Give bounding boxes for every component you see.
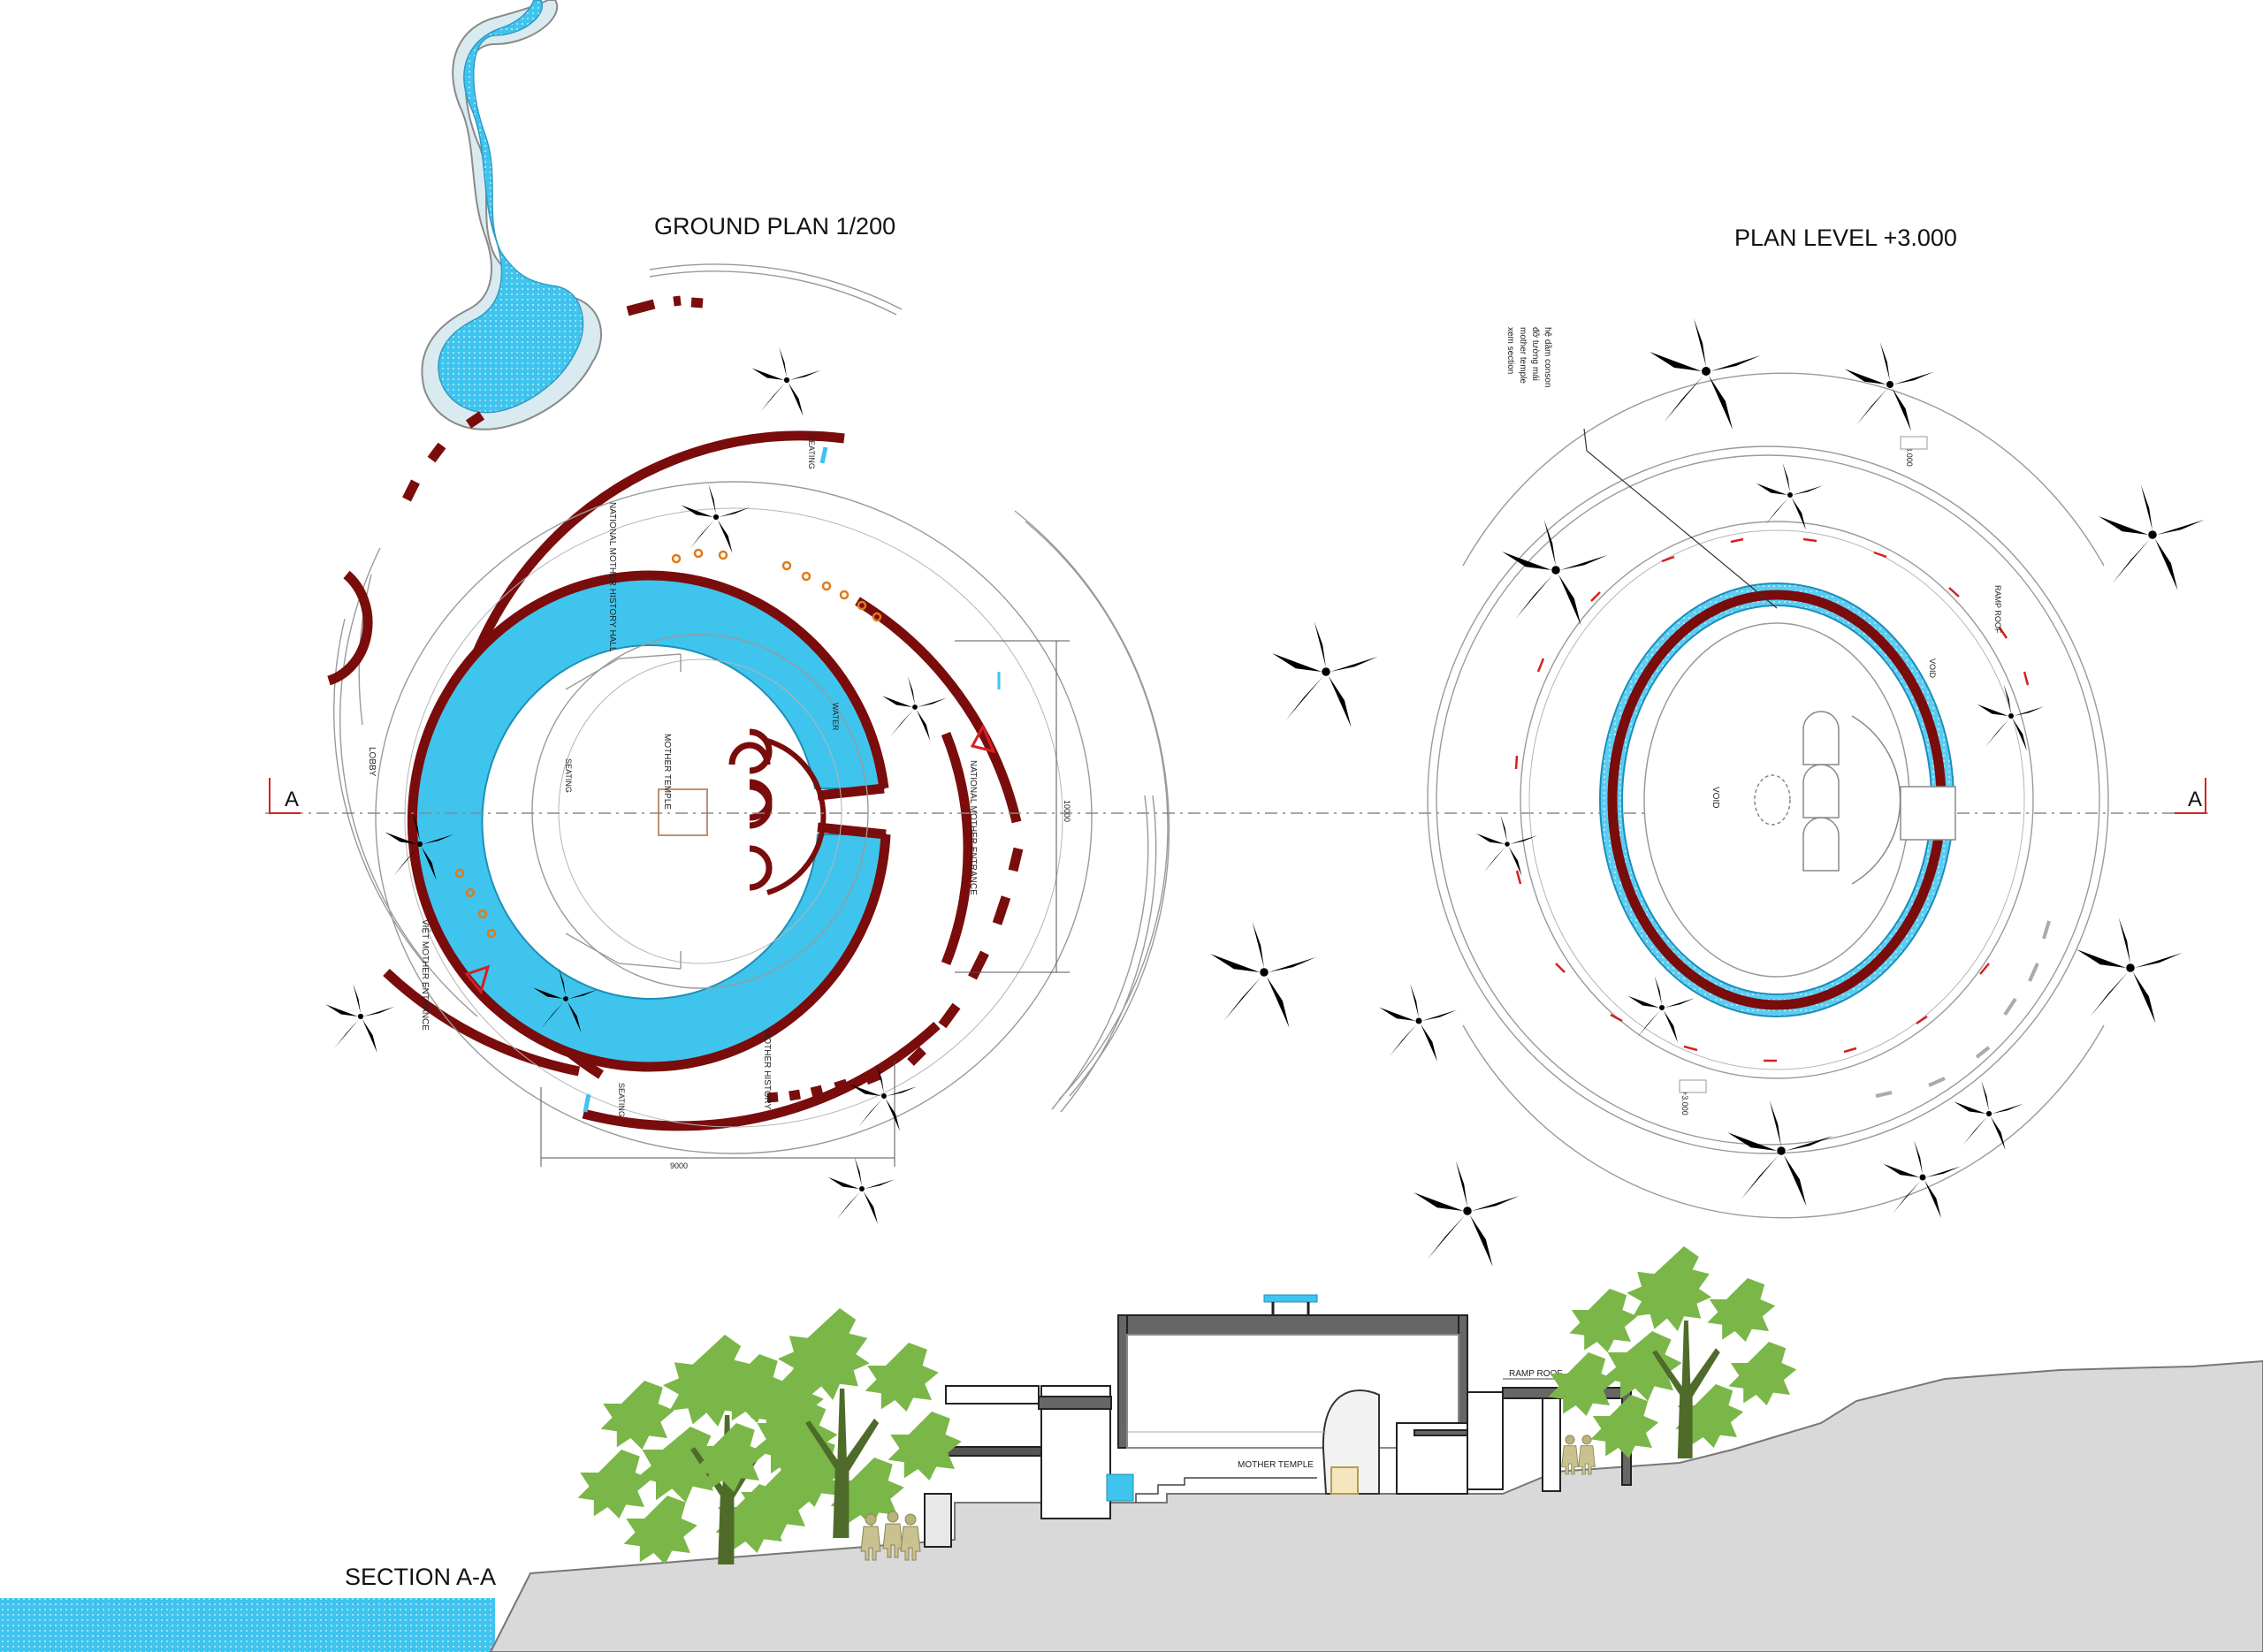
section-label-ramp-roof: RAMP ROOF xyxy=(1509,1369,1562,1379)
dim-right: 10000 xyxy=(1063,800,1071,822)
label-lobby: LOBBY xyxy=(367,747,377,777)
label-national-entrance: NATIONAL MOTHER ENTRANCE xyxy=(968,760,978,895)
level-bottom: +3.000 xyxy=(1680,1091,1689,1115)
label-void: VOID xyxy=(1711,787,1720,808)
annotation-line-1: hệ dầm conson xyxy=(1543,327,1553,387)
annotation-line-4: xem section xyxy=(1505,327,1515,374)
stream-and-pond xyxy=(421,0,602,430)
section-marker-left: A xyxy=(285,788,299,811)
section-water xyxy=(0,1598,495,1652)
tree-plan-symbol xyxy=(1358,963,1479,1082)
dimension-lines xyxy=(540,640,1070,1167)
tree-plan-symbol xyxy=(810,1138,913,1241)
tree-plan-symbol xyxy=(1959,666,2062,768)
tree-plan-symbol xyxy=(1243,592,1407,755)
dim-bottom: 9000 xyxy=(670,1161,688,1170)
label-water: WATER xyxy=(831,703,840,731)
upper-plan: VOID VOID RAMP ROOF +3.000 +3.000 hệ dầm… xyxy=(1181,288,2234,1294)
label-seating-center: SEATING xyxy=(564,758,573,793)
tree-plan-symbol xyxy=(1384,1131,1549,1294)
section-label-mother-temple: MOTHER TEMPLE xyxy=(1238,1460,1314,1470)
ground-plan-title: GROUND PLAN 1/200 xyxy=(654,213,895,240)
section-marker-right: A xyxy=(2188,788,2202,811)
label-viet-mother-entrance: VIỆT MOTHER ENTRANCE xyxy=(420,919,431,1031)
ramp-markers xyxy=(1514,537,2030,1062)
tree-plan-symbol xyxy=(1820,317,1958,454)
ground-mass xyxy=(489,1359,2263,1652)
annotation-block: hệ dầm conson đỡ tường mái mother temple… xyxy=(1505,327,1553,387)
plan-level-title: PLAN LEVEL +3.000 xyxy=(1734,225,1957,251)
label-seating-top: SEATING xyxy=(807,435,816,469)
tree-plan-symbol xyxy=(1181,893,1345,1055)
label-mother-temple: MOTHER TEMPLE xyxy=(662,734,672,810)
bollard-dots xyxy=(454,548,882,939)
tree-plan-symbol xyxy=(733,328,840,434)
section-title: SECTION A-A xyxy=(345,1564,496,1590)
annotation-line-2: đỡ tường mái xyxy=(1530,327,1540,381)
tree-plan-symbol xyxy=(1935,1062,2042,1168)
annotation-line-3: mother temple xyxy=(1518,327,1528,384)
tree-plan-symbol xyxy=(1619,288,1791,458)
level-top: +3.000 xyxy=(1905,442,1914,467)
tree-plan-symbol xyxy=(2069,455,2234,618)
label-mother-history: MOTHER HISTORY xyxy=(762,1030,772,1110)
elevation-tree xyxy=(1548,1246,1797,1458)
ground-plan: 9000 10000 MOTHER TEMPLE NATIONAL MOTHER… xyxy=(307,263,1170,1241)
tree-plan-symbol xyxy=(1862,1119,1983,1238)
label-void-ring: VOID xyxy=(1928,659,1937,679)
section-aa: MOTHER TEMPLE RAMP ROOF xyxy=(0,1246,2263,1652)
label-ramp-roof: RAMP ROOF xyxy=(1993,585,2002,634)
tree-plan-symbol xyxy=(2047,888,2212,1051)
tree-plan-symbol xyxy=(1473,491,1637,653)
person-silhouette xyxy=(1561,1435,1579,1475)
tree-plan-symbol xyxy=(1698,1071,1863,1234)
label-history-hall: NATIONAL MOTHER HISTORY HALL xyxy=(607,502,617,652)
label-seating-bottom: SEATING xyxy=(617,1083,626,1117)
